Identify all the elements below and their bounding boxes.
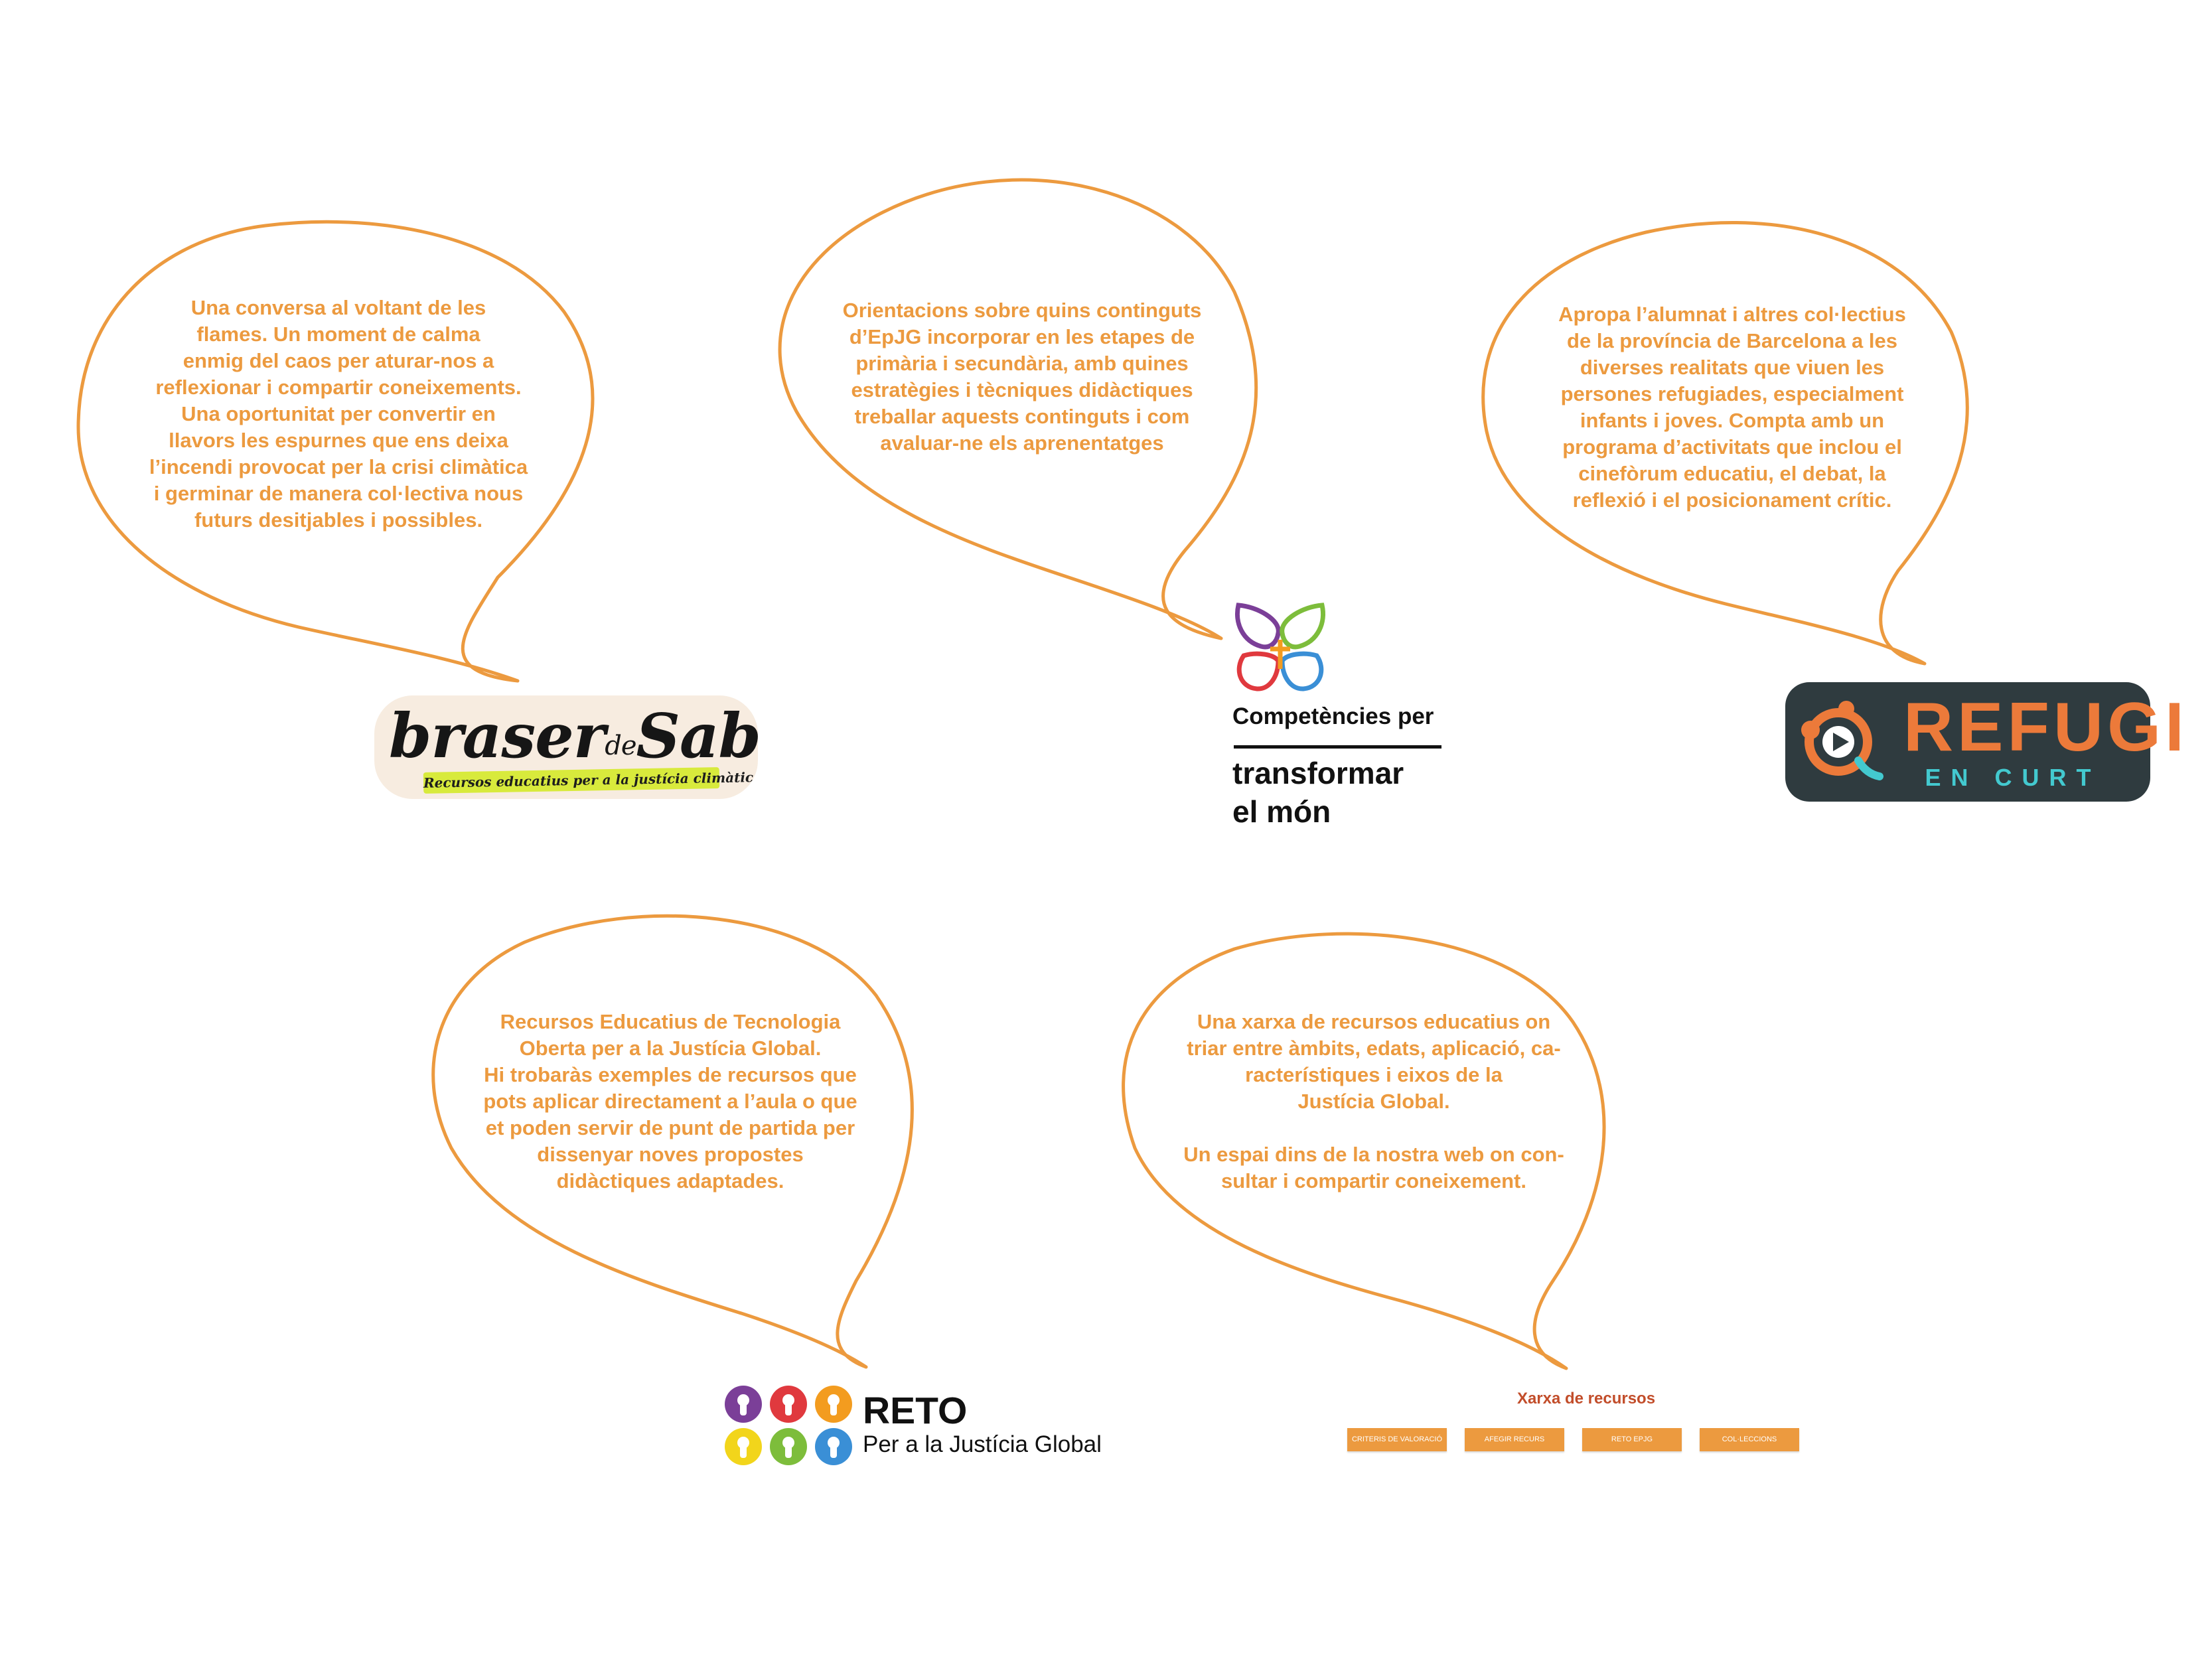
braser-word-end: Sabers (636, 700, 759, 772)
bubble-competencies-outline (778, 178, 1258, 640)
competencies-logo-title: Competències per (1232, 703, 1434, 729)
criteris-valoracio-button[interactable]: CRITERIS DE VALORACIÓ (1347, 1428, 1447, 1451)
bubble-refugi-outline (1481, 220, 1969, 666)
afegir-recurs-button[interactable]: AFEGIR RECURS (1465, 1428, 1564, 1451)
braser-de-sabers-logo[interactable]: braserdeSabers Recursos educatius per a … (374, 695, 758, 799)
reto-logo-subtitle: Per a la Justícia Global (863, 1431, 1102, 1457)
bubble-text-competencies: Orientacions sobre quins continguts d’Ep… (842, 299, 1202, 455)
refugi-en-curt-logo[interactable]: REFUGI EN CURT (1785, 682, 2188, 802)
bubble-text-refugi: Apropa l’alumnat i altres col·lectius de… (1558, 303, 1906, 512)
butterfly-icon[interactable] (1230, 603, 1330, 693)
competencies-logo-rule (1234, 745, 1441, 749)
bubble-reto-outline (431, 914, 914, 1369)
play-reel-icon (1801, 701, 1883, 780)
competencies-logo-line3: el món (1232, 794, 1331, 829)
bubble-text-braser: Una conversa al voltant de les flames. U… (149, 296, 528, 532)
reto-logo-title: RETO (863, 1390, 968, 1432)
bubble-braser-outline (76, 220, 595, 683)
bubble-xarxa-outline (1122, 932, 1606, 1370)
braser-word-de: de (605, 731, 636, 761)
bubble-text-reto: Recursos Educatius de Tecnologia Oberta … (483, 1010, 857, 1192)
xarxa-title: Xarxa de recursos (1516, 1390, 1656, 1407)
reto-keyholes-icon[interactable] (723, 1382, 853, 1469)
braser-wordmark: braserdeSabers (389, 699, 758, 772)
refugi-logo-subtitle: EN CURT (1925, 764, 2101, 791)
braser-word-main: braser (389, 700, 605, 772)
colleccions-button[interactable]: COL·LECCIONS (1700, 1428, 1799, 1451)
competencies-logo-line2: transformar (1232, 756, 1404, 790)
refugi-logo-title: REFUGI (1903, 689, 2188, 766)
braser-tagline: Recursos educatius per a la justícia cli… (423, 767, 758, 794)
reto-epjg-button[interactable]: RETO EPJG (1582, 1428, 1682, 1451)
bubble-text-xarxa: Una xarxa de recursos educatius on triar… (1183, 1010, 1564, 1192)
